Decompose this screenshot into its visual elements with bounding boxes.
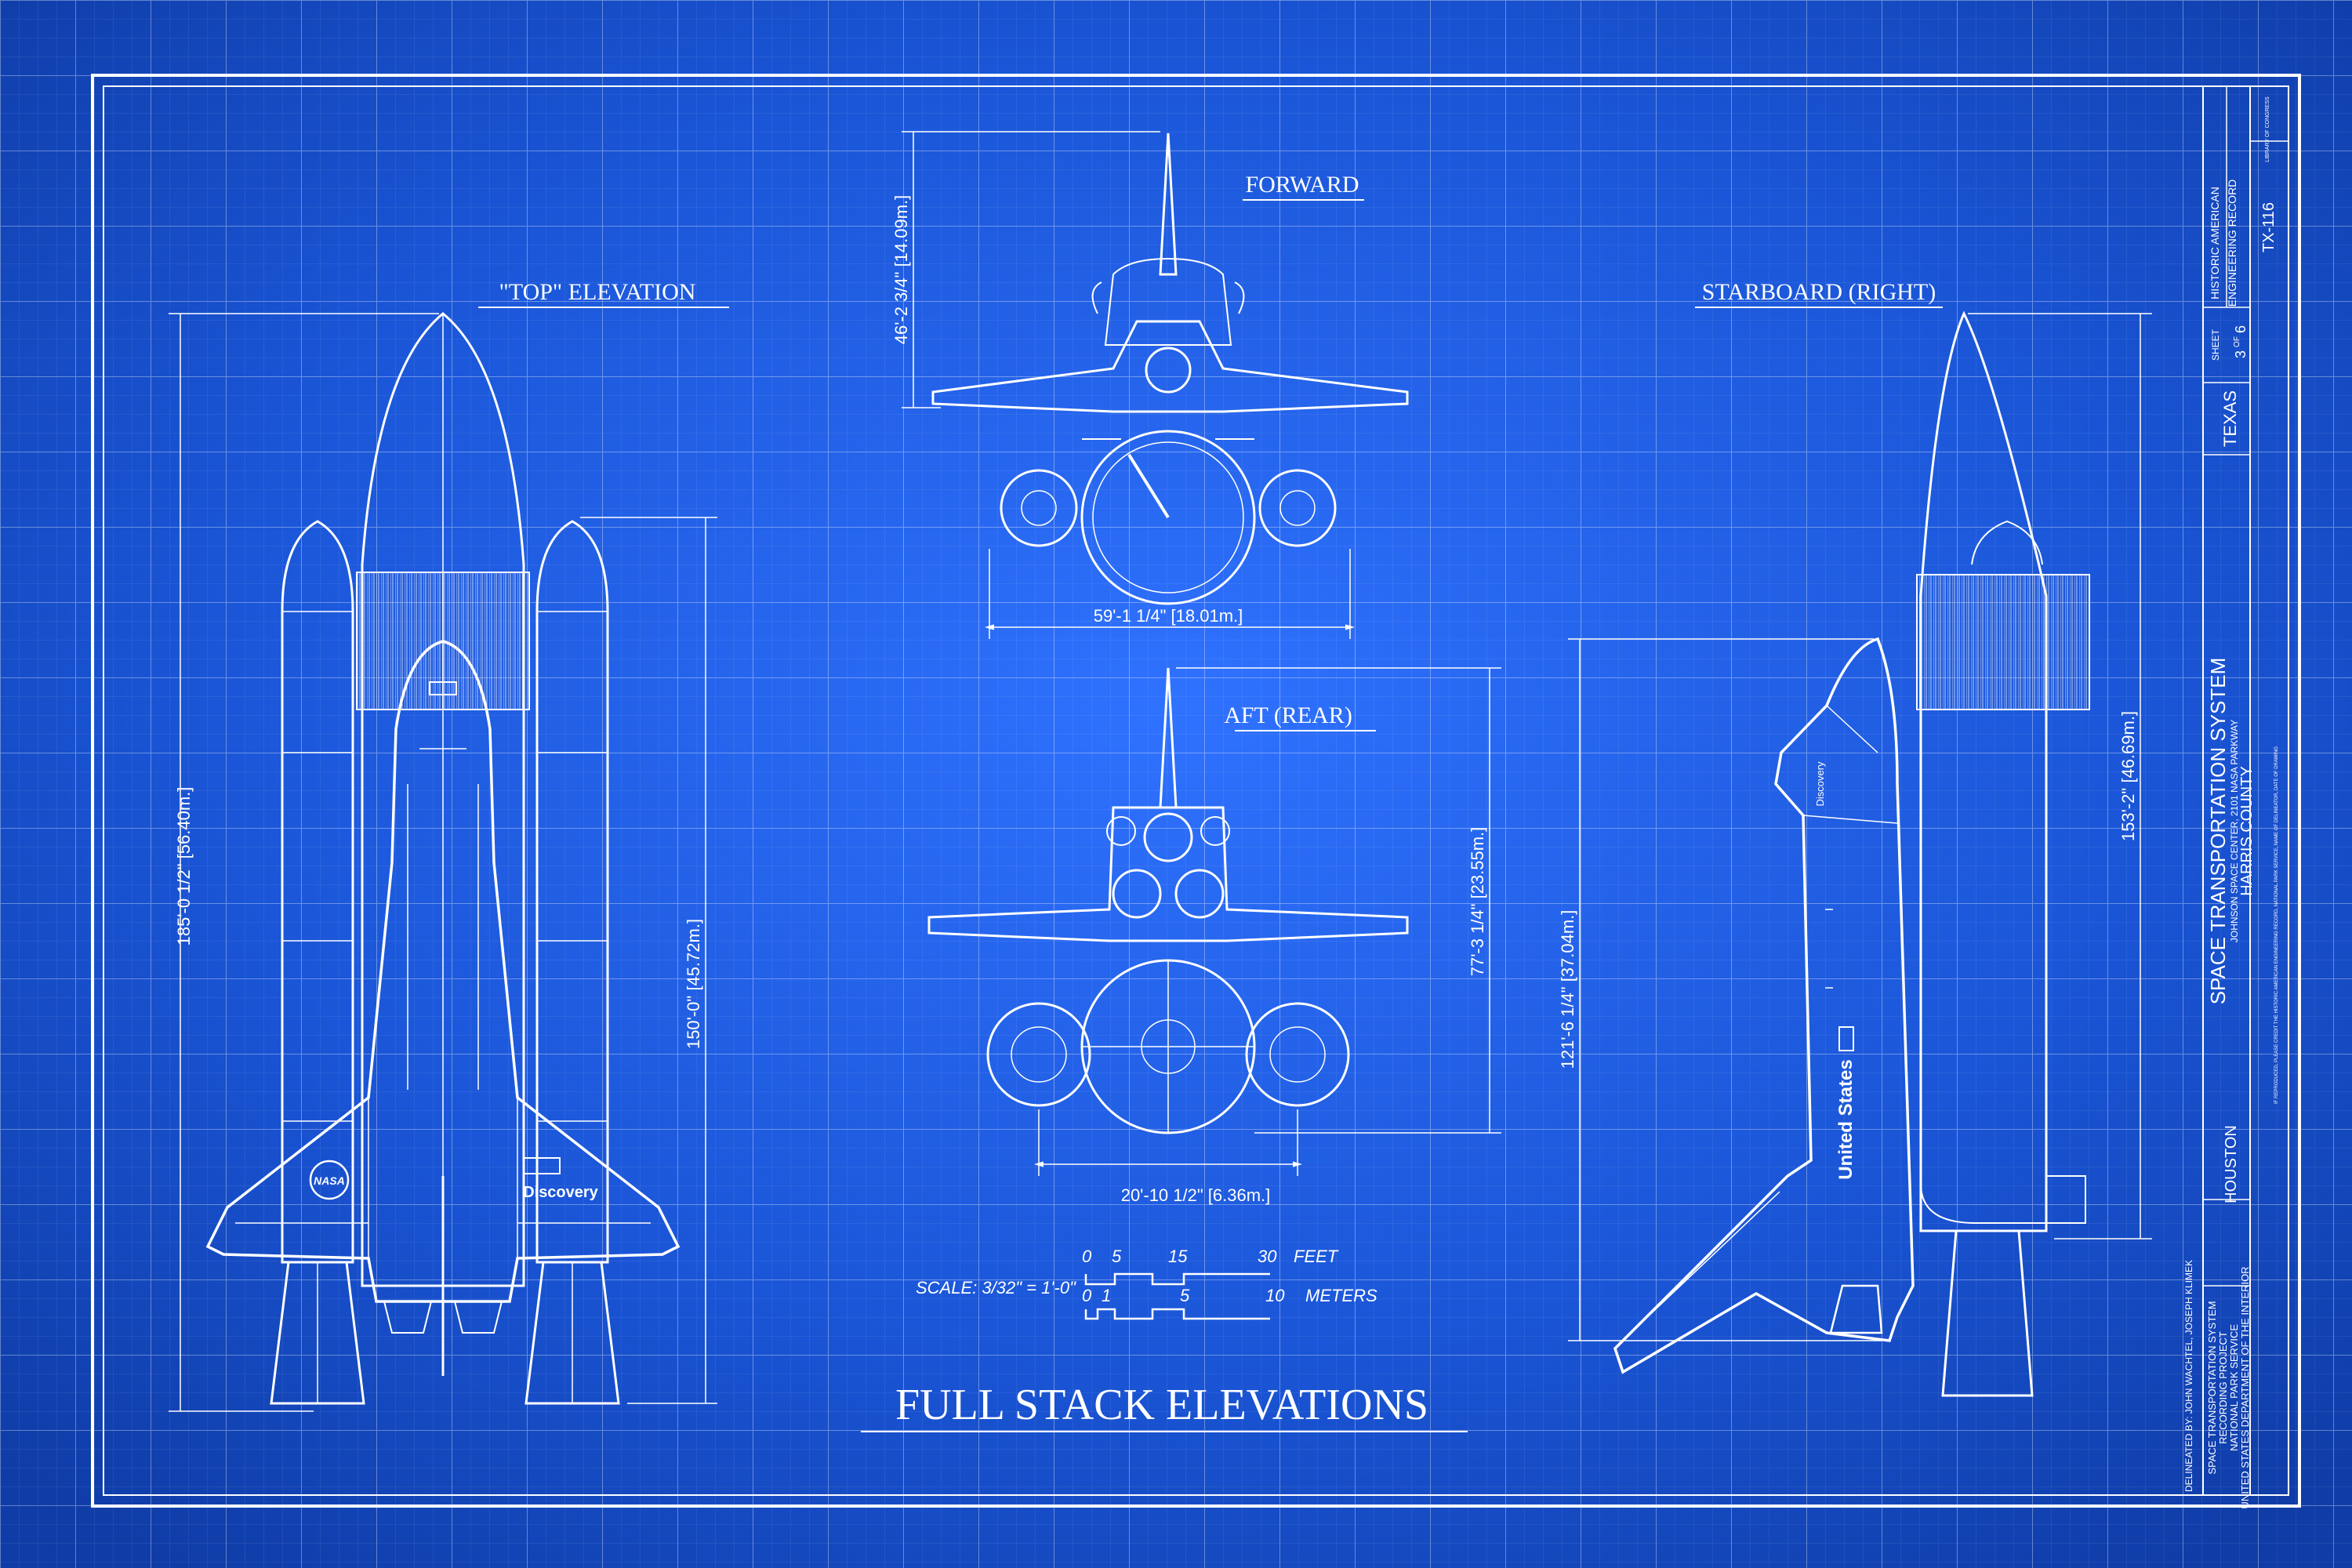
scale-label: SCALE: 3/32" = 1'-0" xyxy=(916,1278,1076,1298)
title-block-sheet-label: SHEET xyxy=(2210,328,2221,361)
top-elevation-view: "TOP" ELEVATION xyxy=(169,279,729,1412)
starboard-orbiter: United States Discovery xyxy=(1613,637,1915,1374)
forward-view: FORWARD 46'-2 3/4" [14.09m.] 59'-1 1/4" … xyxy=(891,131,1409,639)
title-block-record-line-2: ENGINEERING RECORD xyxy=(2226,180,2238,307)
starboard-label: STARBOARD (RIGHT) xyxy=(1702,279,1936,305)
scale-feet-tick-2: 15 xyxy=(1168,1247,1188,1266)
top-dimensions: 185'-0 1/2" [56.40m.] 150'-0" [45.72m.] xyxy=(169,313,717,1412)
scale-meter-tick-0: 0 xyxy=(1082,1286,1092,1305)
scale-feet-tick-1: 5 xyxy=(1112,1247,1122,1266)
title-block-record-no: TX-116 xyxy=(2260,202,2278,252)
title-block-library-note: LIBRARY OF CONGRESS xyxy=(2265,96,2270,162)
title-block-sheet-of: OF xyxy=(2233,336,2241,347)
title-block-agency-line-2: RECORDING PROJECT xyxy=(2217,1331,2229,1444)
scale-meter-tick-2: 5 xyxy=(1180,1286,1190,1305)
starboard-orbiter-name: Discovery xyxy=(1814,761,1826,807)
forward-label: FORWARD xyxy=(1245,172,1359,198)
starboard-dim-orbiter: 121'-6 1/4" [37.04m.] xyxy=(1558,910,1577,1069)
top-left-srb xyxy=(270,520,365,1405)
title-block-delineated: DELINEATED BY: JOHN WACHTEL, JOSEPH KLIM… xyxy=(2183,1260,2194,1492)
aft-dim-height: 77'-3 1/4" [23.55m.] xyxy=(1468,827,1487,977)
top-dim-orbiter: 150'-0" [45.72m.] xyxy=(684,919,703,1049)
scale-feet-unit: FEET xyxy=(1294,1247,1339,1266)
starboard-flag xyxy=(1838,1026,1854,1051)
title-block-sheet-total: 6 xyxy=(2233,325,2249,333)
title-block: LIBRARY OF CONGRESS HISTORIC AMERICAN EN… xyxy=(2183,86,2288,1509)
title-block-city: HOUSTON xyxy=(2223,1125,2240,1203)
title-block-agency-line-1: SPACE TRANSPORTATION SYSTEM xyxy=(2206,1301,2218,1474)
starboard-external-tank xyxy=(1916,310,2090,1397)
scale-meter-unit: METERS xyxy=(1305,1286,1377,1305)
scale-meter-tick-3: 10 xyxy=(1265,1286,1285,1305)
top-elevation-label: "TOP" ELEVATION xyxy=(499,279,696,305)
top-right-srb xyxy=(524,520,620,1405)
scale-feet-tick-0: 0 xyxy=(1082,1247,1092,1266)
aft-dim-srb: 20'-10 1/2" [6.36m.] xyxy=(1121,1185,1271,1205)
inner-border xyxy=(103,85,2289,1496)
starboard-fuselage-text: United States xyxy=(1835,1059,1857,1179)
title-block-sheet-no: 3 xyxy=(2233,350,2249,358)
forward-dim-height: 46'-2 3/4" [14.09m.] xyxy=(891,195,911,345)
starboard-dimensions: 121'-6 1/4" [37.04m.] 153'-2" [46.69m.] xyxy=(1558,313,2152,1341)
forward-dimensions: 46'-2 3/4" [14.09m.] 59'-1 1/4" [18.01m.… xyxy=(891,131,1355,639)
aft-view: AFT (REAR) 77'-3 1/4" [23.55m.] 20'-10 1… xyxy=(927,667,1501,1205)
title-block-state: TEXAS xyxy=(2220,390,2240,447)
title-block-project: SPACE TRANSPORTATION SYSTEM xyxy=(2206,658,2230,1005)
aft-dimensions: 77'-3 1/4" [23.55m.] 20'-10 1/2" [6.36m.… xyxy=(1034,667,1501,1205)
aft-label: AFT (REAR) xyxy=(1224,702,1352,728)
top-flag xyxy=(523,1157,561,1174)
scale-feet-tick-3: 30 xyxy=(1258,1247,1277,1266)
title-block-agency-line-3: NATIONAL PARK SERVICE xyxy=(2228,1324,2240,1451)
drawing-title: FULL STACK ELEVATIONS xyxy=(895,1381,1428,1429)
top-orbiter-name: Discovery xyxy=(523,1184,598,1201)
top-dim-overall: 185'-0 1/2" [56.40m.] xyxy=(174,787,194,946)
scale-bar: SCALE: 3/32" = 1'-0" 0 5 15 30 FEET 0 1 … xyxy=(916,1247,1377,1320)
title-block-address: JOHNSON SPACE CENTER, 2101 NASA PARKWAY xyxy=(2229,720,2240,942)
top-orbiter: NASA Discovery xyxy=(205,640,681,1376)
title-block-record-line-1: HISTORIC AMERICAN xyxy=(2209,187,2221,299)
starboard-dim-overall: 153'-2" [46.69m.] xyxy=(2118,711,2138,841)
forward-dim-span: 59'-1 1/4" [18.01m.] xyxy=(1094,606,1243,626)
title-block-fine-print: IF REPRODUCED, PLEASE CREDIT THE HISTORI… xyxy=(2274,746,2279,1104)
starboard-view: STARBOARD (RIGHT) United States Discover… xyxy=(1558,279,2152,1397)
title-block-agency-line-4: UNITED STATES DEPARTMENT OF THE INTERIOR xyxy=(2239,1266,2251,1508)
title-block-county: HARRIS COUNTY xyxy=(2238,766,2256,896)
top-nasa-logo-text: NASA xyxy=(314,1174,345,1187)
scale-meter-tick-1: 1 xyxy=(1102,1286,1111,1305)
outer-border xyxy=(91,74,2301,1508)
